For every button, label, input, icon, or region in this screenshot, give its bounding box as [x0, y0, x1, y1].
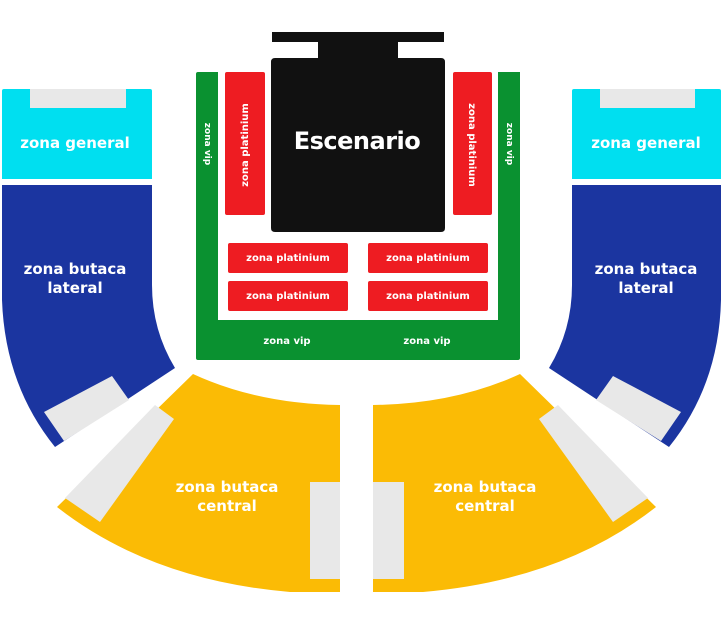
zona-general-right-label: zona general [591, 134, 700, 152]
aisle-lateral-right [596, 376, 681, 441]
zona-general-left-label: zona general [20, 134, 129, 152]
zona-butaca-central-right[interactable]: zona butaca central [373, 374, 656, 592]
aisle-general-right [600, 89, 695, 108]
zona-butaca-central-left-label-1: zona butaca [176, 478, 279, 496]
zona-butaca-lateral-left-label-1: zona butaca [24, 260, 127, 278]
zona-butaca-lateral-right[interactable]: zona butaca lateral [549, 185, 721, 447]
zona-platinium-right[interactable] [453, 72, 492, 215]
zona-platinium[interactable]: zona platinium zona platinium zona plati… [225, 72, 492, 311]
zona-platinium-block-1[interactable] [228, 243, 348, 273]
zona-platinium-block-2[interactable] [368, 243, 488, 273]
zona-vip-label-right: zona vip [504, 123, 514, 166]
aisle-central-left-inner [310, 482, 340, 579]
stage: Escenario [271, 32, 445, 232]
stage-label: Escenario [294, 127, 421, 155]
zona-butaca-central-left-label-2: central [197, 497, 257, 515]
zona-general-left[interactable]: zona general [2, 89, 152, 179]
zona-butaca-central-left-area[interactable] [57, 374, 340, 592]
zona-butaca-lateral-right-label-2: lateral [618, 279, 673, 297]
zona-butaca-lateral-right-label-1: zona butaca [595, 260, 698, 278]
zona-vip-label-left: zona vip [202, 123, 212, 166]
zona-general-right-area[interactable] [572, 89, 721, 179]
zona-butaca-lateral-left-label-2: lateral [47, 279, 102, 297]
zona-platinium-label-1: zona platinium [246, 253, 330, 264]
zona-platinium-label-3: zona platinium [246, 291, 330, 302]
zona-vip-label-bottom-right: zona vip [403, 336, 450, 347]
zona-platinium-label-2: zona platinium [386, 253, 470, 264]
zona-general-right[interactable]: zona general [572, 89, 721, 179]
zona-vip-label-bottom-left: zona vip [263, 336, 310, 347]
zona-butaca-lateral-left-area[interactable] [2, 185, 175, 447]
zona-butaca-lateral-right-area[interactable] [549, 185, 721, 447]
zona-butaca-central-right-label-1: zona butaca [434, 478, 537, 496]
aisle-central-left-outer [65, 405, 174, 522]
zona-butaca-central-right-area[interactable] [373, 374, 656, 592]
stage-top-bar [272, 32, 444, 42]
zona-platinium-block-4[interactable] [368, 281, 488, 311]
zona-platinium-label-left: zona platinium [240, 103, 251, 187]
zona-butaca-lateral-left[interactable]: zona butaca lateral [2, 185, 175, 447]
zona-platinium-label-right: zona platinium [466, 103, 477, 187]
zona-platinium-label-4: zona platinium [386, 291, 470, 302]
zona-butaca-central-right-label-2: central [455, 497, 515, 515]
zona-general-left-area[interactable] [2, 89, 152, 179]
zona-butaca-central-left[interactable]: zona butaca central [57, 374, 340, 592]
aisle-central-right-outer [539, 405, 648, 522]
zona-vip[interactable]: zona vip zona vip zona vip zona vip [196, 72, 520, 360]
aisle-lateral-left [44, 376, 129, 441]
zona-platinium-left[interactable] [225, 72, 265, 215]
zona-platinium-block-3[interactable] [228, 281, 348, 311]
stage-body [271, 42, 445, 232]
aisle-general-left [30, 89, 126, 108]
zona-vip-area[interactable] [196, 72, 520, 360]
aisle-central-right-inner [373, 482, 404, 579]
